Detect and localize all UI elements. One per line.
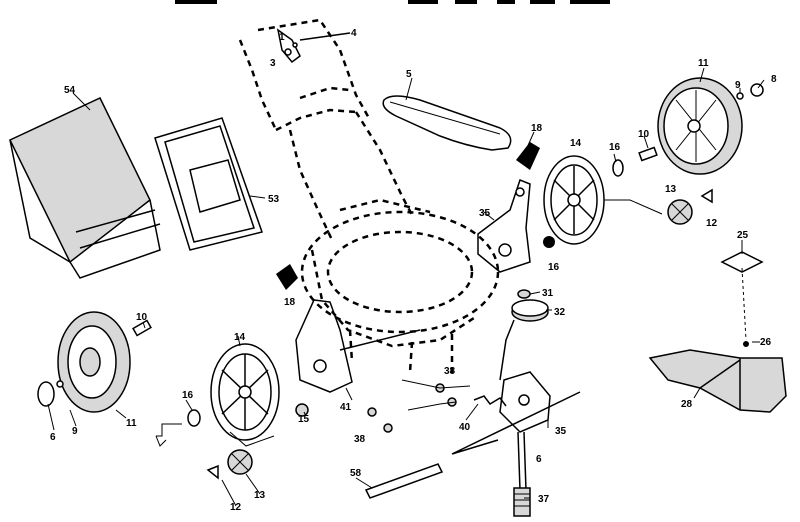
callout-15: 15 bbox=[298, 414, 310, 425]
callout-26: 26 bbox=[760, 337, 772, 348]
callout-10-left: 10 bbox=[136, 312, 148, 323]
grass-bag bbox=[8, 97, 161, 279]
discharge-chute bbox=[648, 251, 787, 413]
drive-belt bbox=[382, 95, 512, 151]
callout-41: 41 bbox=[340, 402, 352, 413]
washer-axle-right bbox=[612, 146, 658, 177]
callout-53: 53 bbox=[268, 194, 280, 205]
callout-35-lower: 35 bbox=[555, 426, 567, 437]
rear-wheel-left bbox=[37, 311, 182, 447]
callout-18-lower: 18 bbox=[284, 297, 296, 308]
pinion-gear-left bbox=[206, 431, 275, 480]
callout-37: 37 bbox=[538, 494, 550, 505]
callout-3: 3 bbox=[270, 58, 276, 69]
leader-lines bbox=[47, 67, 765, 507]
mower-deck bbox=[300, 198, 500, 376]
callout-13-left: 13 bbox=[254, 490, 266, 501]
gearbox-bracket-left bbox=[295, 299, 421, 417]
callout-14-left: 14 bbox=[234, 332, 246, 343]
grip-upper bbox=[516, 142, 540, 170]
callout-25: 25 bbox=[737, 230, 749, 241]
callout-58: 58 bbox=[350, 468, 362, 479]
callout-16-right-b: 16 bbox=[548, 262, 560, 273]
callout-9-right: 9 bbox=[735, 80, 741, 91]
callout-28: 28 bbox=[681, 399, 693, 410]
spring-hardware bbox=[367, 379, 507, 433]
callout-38-a: 38 bbox=[444, 366, 456, 377]
callout-11-right: 11 bbox=[698, 58, 709, 69]
callout-54: 54 bbox=[64, 85, 76, 96]
gearbox-bracket-right bbox=[477, 179, 555, 273]
callout-9-left: 9 bbox=[72, 426, 78, 437]
callout-1: 1 bbox=[279, 32, 285, 43]
callout-16-right-a: 16 bbox=[609, 142, 621, 153]
callout-4: 4 bbox=[351, 28, 357, 39]
callout-16-left: 16 bbox=[182, 390, 194, 401]
header-fragments bbox=[175, 0, 610, 4]
washer-axle-left bbox=[132, 319, 201, 427]
callout-10-right: 10 bbox=[638, 129, 650, 140]
callout-labels: 1 3 4 5 54 53 18 14 16 10 11 9 8 13 12 3… bbox=[50, 28, 777, 513]
callout-6-left: 6 bbox=[50, 432, 56, 443]
handle-assembly bbox=[238, 18, 414, 241]
drive-shaft bbox=[513, 431, 531, 517]
callout-35-upper: 35 bbox=[479, 208, 491, 219]
grip-lower bbox=[276, 264, 298, 290]
callout-11-left: 11 bbox=[126, 418, 137, 429]
callout-13-right: 13 bbox=[665, 184, 677, 195]
drive-wheel-right bbox=[543, 155, 605, 245]
pinion-gear-right bbox=[604, 188, 713, 225]
callout-31: 31 bbox=[542, 288, 554, 299]
drive-wheel-left bbox=[210, 343, 280, 441]
callout-12-left: 12 bbox=[230, 502, 242, 513]
callout-5: 5 bbox=[406, 69, 412, 80]
callout-40: 40 bbox=[459, 422, 471, 433]
callout-12-right: 12 bbox=[706, 218, 718, 229]
callout-6-shaft: 6 bbox=[536, 454, 542, 465]
callout-38-b: 38 bbox=[354, 434, 366, 445]
rear-wheel-right bbox=[657, 77, 764, 175]
callout-14-right: 14 bbox=[570, 138, 582, 149]
callout-8: 8 bbox=[771, 74, 777, 85]
callout-32: 32 bbox=[554, 307, 566, 318]
bag-frame bbox=[154, 117, 263, 251]
pulley-parts bbox=[511, 289, 549, 322]
rear-rod bbox=[364, 463, 444, 499]
callout-18-upper: 18 bbox=[531, 123, 543, 134]
